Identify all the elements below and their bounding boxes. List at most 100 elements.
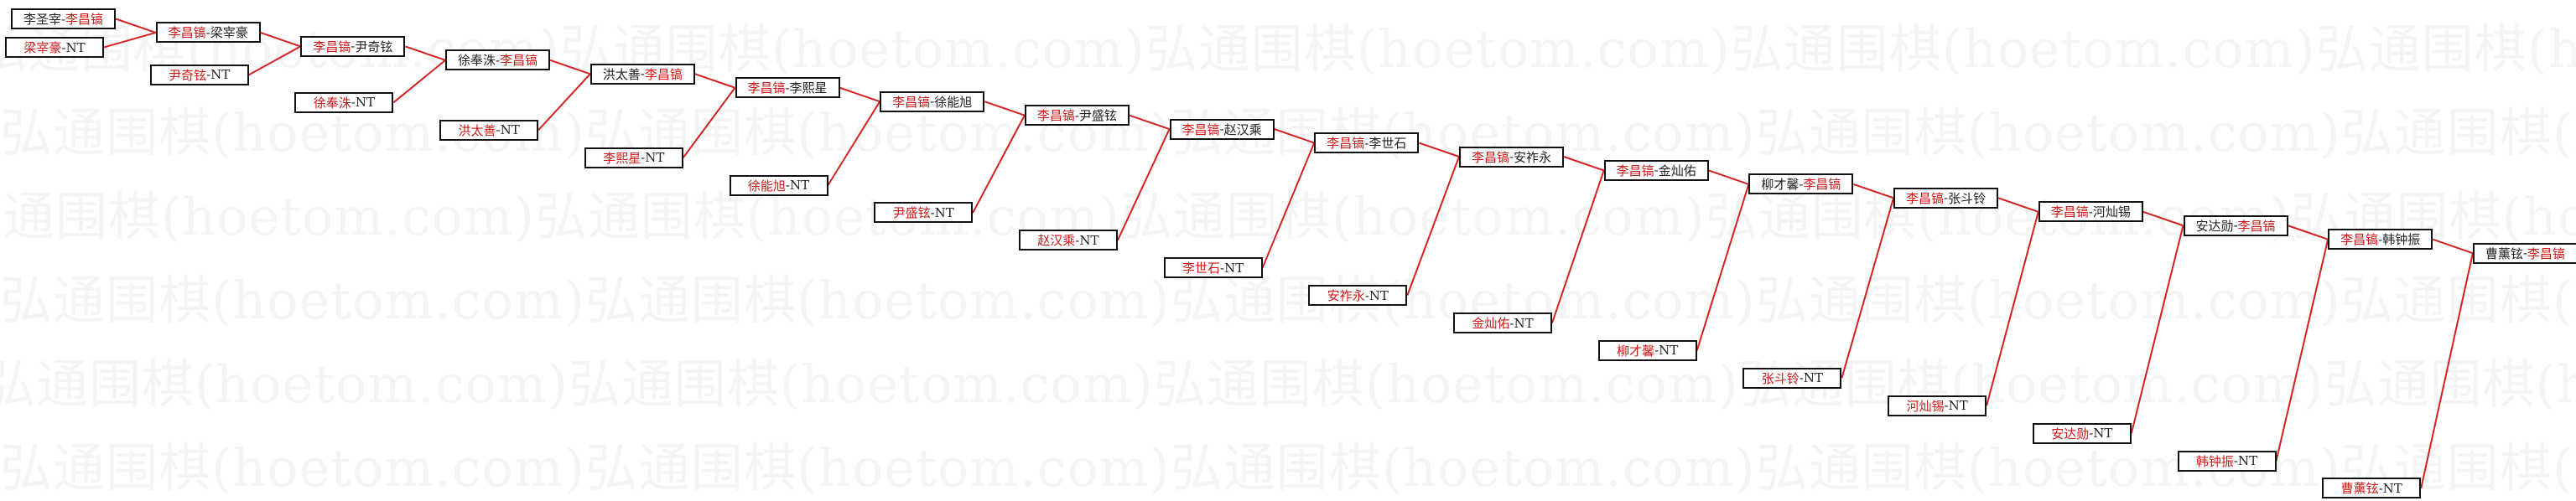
match-node: 洪太善-李昌镐 [589, 63, 695, 85]
bracket-link [248, 45, 301, 76]
eliminated-node: 张斗铃-NT [1742, 367, 1842, 389]
match-separator: - [1219, 121, 1224, 137]
player-a-name: 李昌镐 [2050, 204, 2089, 220]
match-node: 李昌镐-徐能旭 [880, 90, 985, 112]
player-a-name: 李昌镐 [2340, 232, 2379, 248]
match-node: 李昌镐-安祚永 [1459, 146, 1564, 168]
eliminated-node: 洪太善-NT [439, 119, 539, 141]
match-separator: - [640, 66, 645, 82]
eliminated-player-name: 李熙星 [603, 150, 641, 166]
player-a-name: 李昌镐 [1182, 121, 1220, 137]
match-separator: - [785, 80, 790, 96]
match-node: 李圣宰-李昌镐 [11, 8, 116, 29]
bracket-link [2142, 210, 2184, 227]
player-a-name: 李昌镐 [1471, 149, 1509, 165]
bracket-link [1563, 156, 1605, 172]
match-node: 李昌镐-李熙星 [735, 77, 840, 99]
match-node: 柳才馨-李昌镐 [1748, 173, 1854, 195]
player-b-name: 张斗铃 [1948, 190, 1987, 206]
match-separator: - [930, 94, 935, 110]
player-b-name: 安祚永 [1514, 149, 1552, 165]
eliminated-tag: -NT [2089, 426, 2113, 442]
bracket-link [1708, 169, 1749, 185]
player-b-name: 李世石 [1368, 136, 1407, 152]
player-a-name: 李昌镐 [313, 39, 351, 54]
eliminated-tag: -NT [785, 178, 810, 193]
match-node: 李昌镐-赵汉乘 [1169, 118, 1275, 140]
player-b-name: 徐能旭 [934, 94, 973, 110]
eliminated-tag: -NT [1509, 315, 1534, 331]
eliminated-tag: -NT [1799, 370, 1823, 386]
eliminated-player-name: 张斗铃 [1761, 370, 1800, 386]
match-separator: - [1799, 176, 1804, 192]
eliminated-player-name: 柳才馨 [1617, 343, 1655, 359]
bracket-link [115, 18, 157, 34]
eliminated-node: 韩钟振-NT [2177, 450, 2277, 472]
player-a-name: 李昌镐 [1616, 163, 1654, 178]
player-b-name: 李昌镐 [65, 12, 104, 27]
player-a-name: 李昌镐 [1327, 136, 1365, 152]
player-b-name: 河灿锡 [2092, 204, 2131, 220]
player-b-name: 赵汉乘 [1223, 121, 1262, 137]
bracket-link [972, 115, 1026, 214]
player-a-name: 李昌镐 [747, 80, 786, 96]
eliminated-tag: -NT [1075, 232, 1099, 248]
eliminated-node: 安祚永-NT [1308, 285, 1408, 307]
eliminated-player-name: 洪太善 [458, 122, 496, 138]
player-b-name: 尹奇铉 [355, 39, 393, 54]
player-a-name: 曹薰铉 [2485, 245, 2523, 261]
match-separator: - [60, 11, 66, 27]
eliminated-player-name: 徐能旭 [747, 178, 786, 194]
eliminated-player-name: 安祚永 [1327, 288, 1365, 304]
match-separator: - [205, 24, 210, 40]
eliminated-node: 河灿锡-NT [1888, 395, 1987, 416]
bracket-link [538, 73, 591, 131]
player-b-name: 李昌镐 [644, 66, 683, 82]
match-separator: - [2233, 218, 2238, 234]
bracket-link [2275, 239, 2329, 462]
player-b-name: 李熙星 [789, 80, 828, 96]
match-separator: - [1074, 107, 1079, 123]
eliminated-tag: -NT [61, 39, 86, 55]
bracket-link [1986, 211, 2039, 406]
eliminated-tag: -NT [1364, 287, 1389, 303]
player-b-name: 梁宰豪 [210, 25, 248, 41]
bracket-link [984, 101, 1026, 116]
eliminated-player-name: 韩钟振 [2195, 453, 2234, 469]
eliminated-tag: -NT [930, 204, 954, 220]
eliminated-tag: -NT [351, 95, 375, 111]
bracket-link [260, 32, 301, 48]
player-b-name: 李昌镐 [1803, 177, 1841, 193]
bracket-link [549, 59, 591, 75]
bracket-link [2288, 225, 2329, 240]
eliminated-tag: -NT [641, 150, 665, 166]
eliminated-player-name: 尹奇铉 [169, 67, 207, 83]
eliminated-player-name: 梁宰豪 [23, 40, 62, 55]
eliminated-node: 李熙星-NT [584, 147, 683, 168]
eliminated-player-name: 赵汉乘 [1037, 233, 1076, 249]
bracket-link [827, 101, 881, 186]
match-node: 安达勋-李昌镐 [2183, 214, 2288, 236]
match-separator: - [2522, 245, 2527, 261]
eliminated-player-name: 河灿锡 [1906, 398, 1945, 414]
player-b-name: 李昌镐 [2527, 245, 2565, 261]
eliminated-node: 徐奉洙-NT [294, 91, 394, 113]
eliminated-player-name: 安达勋 [2051, 426, 2090, 442]
eliminated-node: 尹盛铉-NT [874, 202, 974, 224]
player-a-name: 李圣宰 [23, 12, 61, 27]
bracket-link [2432, 238, 2474, 255]
eliminated-player-name: 李世石 [1182, 261, 1220, 276]
match-node: 李昌镐-梁宰豪 [155, 22, 261, 44]
match-separator: - [1654, 163, 1659, 178]
eliminated-node: 金灿佑-NT [1453, 312, 1552, 333]
match-separator: - [351, 39, 356, 54]
bracket-link [1116, 128, 1171, 241]
eliminated-node: 李世石-NT [1163, 257, 1263, 279]
bracket-link [1129, 114, 1170, 131]
match-node: 徐奉洙-李昌镐 [445, 49, 551, 71]
eliminated-node: 赵汉乘-NT [1018, 230, 1118, 251]
eliminated-player-name: 金灿佑 [1472, 316, 1510, 331]
bracket-link [1261, 142, 1316, 269]
match-node: 李昌镐-尹盛铉 [1024, 105, 1130, 127]
